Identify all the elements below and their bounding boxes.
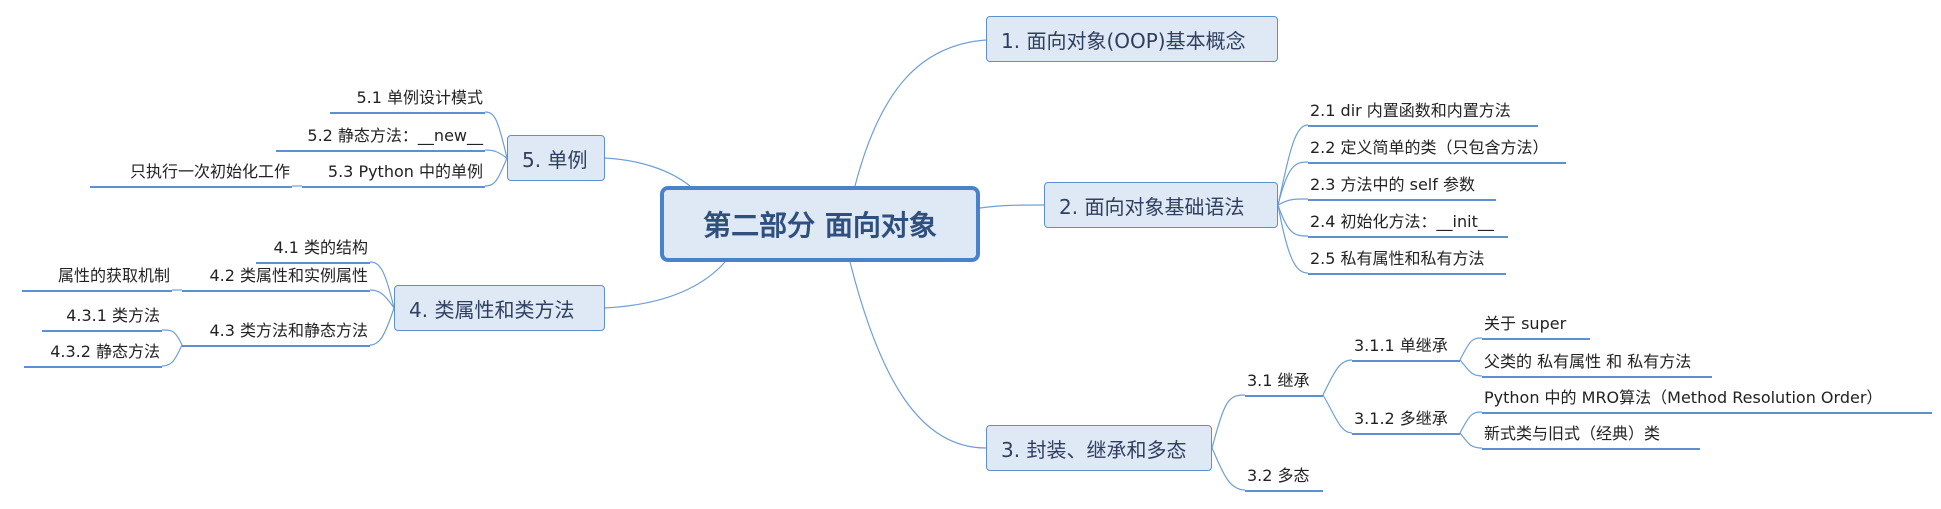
- subtopic-define-class[interactable]: 2.2 定义简单的类（只包含方法）: [1308, 136, 1566, 164]
- subtopic-static-method[interactable]: 4.3.2 静态方法: [24, 340, 162, 368]
- subtopic-new-method[interactable]: 5.2 静态方法：__new__: [276, 124, 485, 152]
- subtopic-class-instance-attrs[interactable]: 4.2 类属性和实例属性: [182, 264, 370, 292]
- subtopic-dir-builtins[interactable]: 2.1 dir 内置函数和内置方法: [1308, 99, 1538, 127]
- subtopic-init-method[interactable]: 2.4 初始化方法：__init__: [1308, 210, 1508, 238]
- subtopic-python-singleton[interactable]: 5.3 Python 中的单例: [302, 160, 485, 188]
- subtopic-self-param[interactable]: 2.3 方法中的 self 参数: [1308, 173, 1496, 201]
- subtopic-inheritance[interactable]: 3.1 继承: [1245, 369, 1323, 397]
- subtopic-new-old-style[interactable]: 新式类与旧式（经典）类: [1482, 422, 1700, 450]
- central-topic[interactable]: 第二部分 面向对象: [660, 186, 980, 262]
- topic-oop-concepts[interactable]: 1. 面向对象(OOP)基本概念: [986, 16, 1278, 62]
- subtopic-singleton-pattern[interactable]: 5.1 单例设计模式: [330, 86, 485, 114]
- topic-basic-syntax[interactable]: 2. 面向对象基础语法: [1044, 182, 1278, 228]
- subtopic-class-method[interactable]: 4.3.1 类方法: [42, 304, 162, 332]
- topic-encapsulation-inheritance[interactable]: 3. 封装、继承和多态: [986, 425, 1212, 471]
- subtopic-single-inheritance[interactable]: 3.1.1 单继承: [1352, 334, 1460, 362]
- topic-singleton[interactable]: 5. 单例: [507, 135, 605, 181]
- subtopic-init-once[interactable]: 只执行一次初始化工作: [90, 160, 292, 188]
- subtopic-class-structure[interactable]: 4.1 类的结构: [256, 236, 370, 264]
- subtopic-super[interactable]: 关于 super: [1482, 312, 1590, 340]
- subtopic-private-members[interactable]: 2.5 私有属性和私有方法: [1308, 247, 1506, 275]
- subtopic-multiple-inheritance[interactable]: 3.1.2 多继承: [1352, 407, 1460, 435]
- subtopic-attr-lookup[interactable]: 属性的获取机制: [22, 264, 172, 292]
- topic-class-attributes[interactable]: 4. 类属性和类方法: [394, 285, 605, 331]
- subtopic-polymorphism[interactable]: 3.2 多态: [1245, 464, 1323, 492]
- subtopic-parent-private[interactable]: 父类的 私有属性 和 私有方法: [1482, 350, 1712, 378]
- subtopic-class-static-methods[interactable]: 4.3 类方法和静态方法: [182, 319, 370, 347]
- subtopic-mro[interactable]: Python 中的 MRO算法（Method Resolution Order）: [1482, 386, 1932, 414]
